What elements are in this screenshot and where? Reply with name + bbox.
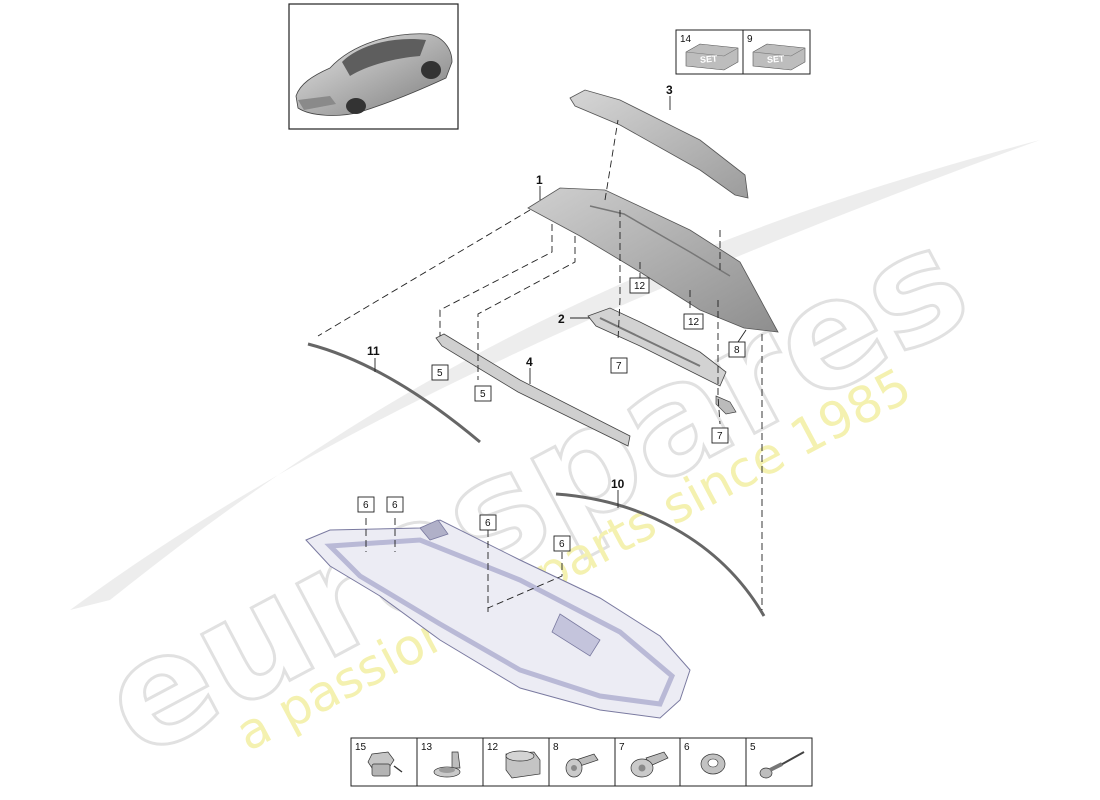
blind-rivet-icon [759, 751, 805, 779]
part-tag-label: 5 [480, 389, 486, 400]
tailgate-latch-area [551, 613, 601, 657]
leader-line [717, 300, 721, 425]
car-glass [342, 38, 426, 76]
leader-line [487, 552, 563, 609]
callout-leader [737, 329, 747, 343]
leader-line [617, 210, 621, 341]
part-tag-box [711, 427, 729, 444]
part-tag-label: 6 [392, 500, 398, 511]
set-box-number: 14 [680, 34, 692, 45]
leader-line [604, 119, 619, 201]
actuator-rail [599, 317, 701, 367]
legend-number: 13 [421, 742, 433, 753]
spoiler-body [569, 89, 749, 199]
callout-number: 1 [536, 173, 543, 187]
callout-number: 11 [367, 344, 380, 358]
car-wheel-front [346, 98, 366, 114]
part-tag-label: 6 [363, 500, 369, 511]
part-tag-label: 12 [634, 281, 646, 292]
set-icon: SET [685, 43, 739, 71]
flange-screw-icon [630, 751, 669, 778]
fastener-legend: 15 13 12 8 7 6 5 [350, 737, 813, 787]
part-tag-label: 6 [485, 518, 491, 529]
part-tag-label: 5 [437, 368, 443, 379]
spoiler-part [569, 89, 749, 199]
set-boxes: 14 SET 9 SET [675, 29, 811, 75]
seal-strip-part [307, 342, 481, 444]
part-tag-label: 12 [688, 317, 700, 328]
part-tag-label: 7 [616, 361, 622, 372]
callout-number: 3 [666, 83, 673, 97]
washer-icon [700, 753, 726, 775]
seal-strip-part-10 [555, 492, 766, 617]
part-tag-box [728, 341, 746, 358]
part-tags: 12 12 8 7 7 5 5 6 6 6 6 [357, 277, 746, 552]
legend-number: 8 [553, 742, 559, 753]
bolt-icon [433, 751, 461, 778]
car-wheel-rear [421, 61, 441, 79]
tailgate-frame-part [305, 519, 691, 719]
leader-lines [317, 119, 763, 612]
legend-number: 5 [750, 742, 756, 753]
screw-icon [565, 753, 599, 778]
set-box-number: 9 [747, 34, 753, 45]
legend-number: 12 [487, 742, 499, 753]
legend-number: 7 [619, 742, 625, 753]
car-thumbnail [288, 3, 459, 130]
wing-panel-ridge [589, 205, 731, 277]
leader-line [317, 209, 531, 337]
part-tag-box [683, 313, 704, 330]
part-tag-label: 8 [734, 345, 740, 356]
tailgate-frame-inner [324, 537, 676, 707]
callout-number: 2 [558, 312, 565, 326]
bracket-bar-part [435, 333, 631, 447]
watermark-brand: eurospares [75, 193, 994, 792]
solid-leaders [374, 96, 747, 508]
legend-number: 6 [684, 742, 690, 753]
set-icon: SET [752, 43, 806, 71]
bracket-bar-body [435, 333, 631, 447]
set-badge: SET [700, 53, 719, 65]
actuator-bracket [715, 395, 737, 415]
part-tag-box [629, 277, 650, 294]
part-tag-box [610, 357, 628, 374]
push-clip-icon [367, 751, 403, 777]
callout-number: 4 [526, 355, 533, 369]
part-tag-box [479, 514, 497, 531]
part-tag-box [357, 496, 375, 513]
callout-number: 10 [611, 477, 625, 491]
legend-number: 15 [355, 742, 367, 753]
set-badge: SET [767, 53, 786, 65]
part-tag-box [553, 535, 571, 552]
tailgate-hinge [419, 519, 449, 541]
leader-line [477, 236, 576, 380]
part-tag-box [431, 364, 449, 381]
part-tag-label: 6 [559, 539, 565, 550]
rubber-buffer-icon [505, 750, 541, 779]
part-tag-label: 7 [717, 431, 723, 442]
car-grille [298, 96, 336, 110]
leader-line [439, 224, 553, 336]
part-tag-box [474, 385, 492, 402]
part-tag-box [386, 496, 404, 513]
